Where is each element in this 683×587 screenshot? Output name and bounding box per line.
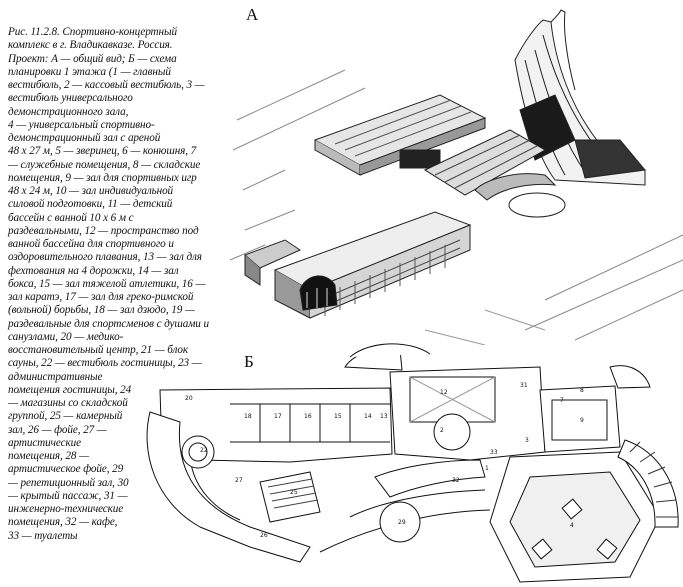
label-general-view: А [246,5,259,24]
caption-line: — магазины со складской [8,397,128,409]
caption-line: оздоровительного плавания, 13 — зал для [8,251,202,264]
caption-line: — служебные помещения, 8 — складские [8,158,201,171]
plan-room-number: 2 [440,427,444,434]
caption-line: инженерно-технические [8,503,124,515]
plan-room-number: 27 [235,477,243,484]
caption-line: группой, 25 — камерный [8,410,123,423]
plan-room-number: 13 [380,413,388,420]
caption-line: 4 — универсальный спортивно- [8,118,155,131]
caption-line: фехтования на 4 дорожки, 14 — зал [8,264,179,277]
label-floor-plan: Б [244,352,254,371]
caption-line: артистическое фойе, 29 [8,463,124,476]
caption-line: артистические [8,436,81,449]
plan-room-number: 15 [334,413,342,420]
plan-room-number: 3 [525,437,529,444]
caption-line: силовой подготовки, 11 — детский [8,198,173,211]
plan-room-number: 1 [485,465,489,472]
caption-line: бассейн с ванной 10 х 6 м с [8,211,134,224]
plan-room-number: 12 [440,389,448,396]
plan-room-number: 26 [260,532,268,539]
perspective-drawing [229,9,683,345]
caption-line: демонстрационного зала, [8,105,129,118]
caption-line: ванной бассейна для спортивного и [8,238,174,250]
caption-line: административные [8,370,103,383]
plan-room-number: 29 [398,519,406,526]
caption-line: Рис. 11.2.8. Спортивно-концертный [8,26,177,38]
caption-line: бокса, 15 — зал тяжелой атлетики, 16 — [8,277,206,290]
caption-line: — крытый пассаж, 31 — [8,489,128,502]
caption-line: 33 — туалеты [8,529,78,542]
caption-line: зал, 26 — фойе, 27 — [8,423,107,436]
caption-line: помещения, 9 — зал для спортивных игр [8,171,197,184]
caption-line: 48 х 27 м, 5 — зверинец, 6 — конюшня, 7 [8,145,197,158]
caption-line: раздевальные для спортсменов с душами и [8,317,209,330]
caption-line: помещения, 28 — [8,450,89,462]
caption-line: раздевальными, 12 — пространство под [8,224,199,237]
caption-line: санузлами, 20 — медико- [8,330,124,343]
caption-line: вестибюль, 2 — кассовый вестибюль, 3 — [8,79,205,91]
plan-room-number: 17 [274,413,282,420]
caption-line: демонстрационный зал с ареной [8,132,161,144]
plan-room-number: 22 [200,447,208,454]
plan-room-number: 14 [364,413,372,420]
caption-line: комплекс в г. Владикавказе. Россия. [8,39,173,52]
plan-room-number: 7 [560,397,564,404]
plan-room-number: 9 [580,417,584,424]
caption-line: — репетиционный зал, 30 [8,476,129,489]
plan-room-number: 16 [304,413,312,420]
plan-room-number: 25 [290,489,298,496]
caption-line: помещения гостиницы, 24 [8,383,132,396]
caption-line: помещения, 32 — кафе, [8,516,118,529]
plan-room-number: 8 [580,387,584,394]
caption-line: 48 х 24 м, 10 — зал индивидуальной [8,185,174,197]
caption-line: планировки 1 этажа (1 — главный [8,65,171,78]
caption-line: восстановительный центр, 21 — блок [8,344,189,356]
plan-room-number: 33 [490,449,498,456]
plan-room-number: 32 [452,477,460,484]
caption-line: Проект: А — общий вид; Б — схема [8,52,177,65]
plan-room-number: 18 [244,413,252,420]
caption-line: вестибюль универсального [8,92,133,105]
caption-line: (вольной) борьбы, 18 — зал дзюдо, 19 — [8,304,195,317]
caption-line: сауны, 22 — вестибюль гостиницы, 23 — [8,357,202,370]
plan-room-number: 20 [185,395,193,402]
plan-room-number: 4 [570,522,574,529]
plan-room-number: 31 [520,382,528,389]
caption-line: зал каратэ, 17 — зал для греко-римской [8,291,194,303]
